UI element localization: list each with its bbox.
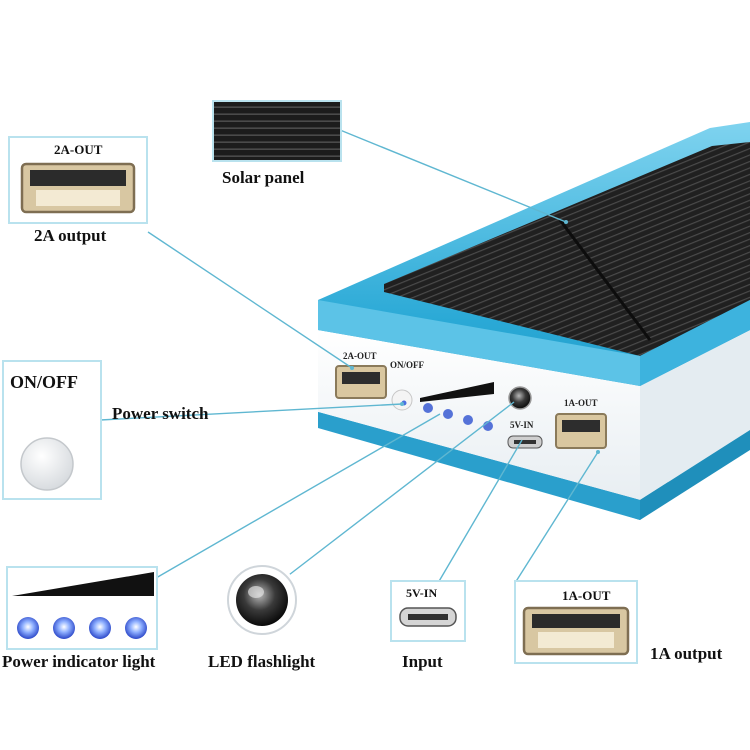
power-switch-label: Power switch bbox=[112, 404, 209, 423]
leader-dots bbox=[350, 220, 600, 454]
solar-panel-callout bbox=[212, 100, 342, 162]
power-indicator-label: Power indicator light bbox=[2, 652, 156, 671]
input-callout: 5V-IN bbox=[390, 580, 466, 642]
led-flashlight-callout bbox=[224, 562, 300, 638]
device-label-onoff: ON/OFF bbox=[390, 360, 424, 370]
flashlight-lens-icon bbox=[227, 565, 297, 635]
output-1a-label: 1A output bbox=[650, 644, 723, 663]
device-label-2a: 2A-OUT bbox=[343, 351, 377, 361]
power-bank-body bbox=[318, 122, 750, 520]
output-2a-box-label: 2A-OUT bbox=[54, 142, 103, 157]
solar-panel-label: Solar panel bbox=[222, 168, 305, 187]
usb-port-icon bbox=[20, 162, 136, 214]
input-box-label: 5V-IN bbox=[406, 586, 438, 600]
leader-lines bbox=[99, 129, 599, 584]
solar-panel bbox=[384, 142, 750, 356]
power-indicator-callout bbox=[6, 566, 158, 650]
device-label-1a: 1A-OUT bbox=[564, 398, 598, 408]
output-1a-callout: 1A-OUT bbox=[514, 580, 638, 664]
input-label: Input bbox=[402, 652, 443, 671]
onoff-callout: ON/OFF bbox=[2, 360, 102, 500]
output-2a-label: 2A output bbox=[34, 226, 107, 245]
output-1a-box-label: 1A-OUT bbox=[562, 588, 611, 603]
usb-port-icon bbox=[522, 606, 630, 656]
power-button-icon bbox=[20, 437, 74, 491]
onoff-box-label: ON/OFF bbox=[10, 372, 78, 392]
led-flashlight-label: LED flashlight bbox=[208, 652, 316, 671]
solar-panel-thumbnail bbox=[214, 102, 340, 160]
device-label-5v: 5V-IN bbox=[510, 420, 534, 430]
battery-level-graphic bbox=[12, 572, 154, 639]
output-2a-callout: 2A-OUT bbox=[8, 136, 148, 224]
micro-usb-icon bbox=[399, 607, 457, 627]
